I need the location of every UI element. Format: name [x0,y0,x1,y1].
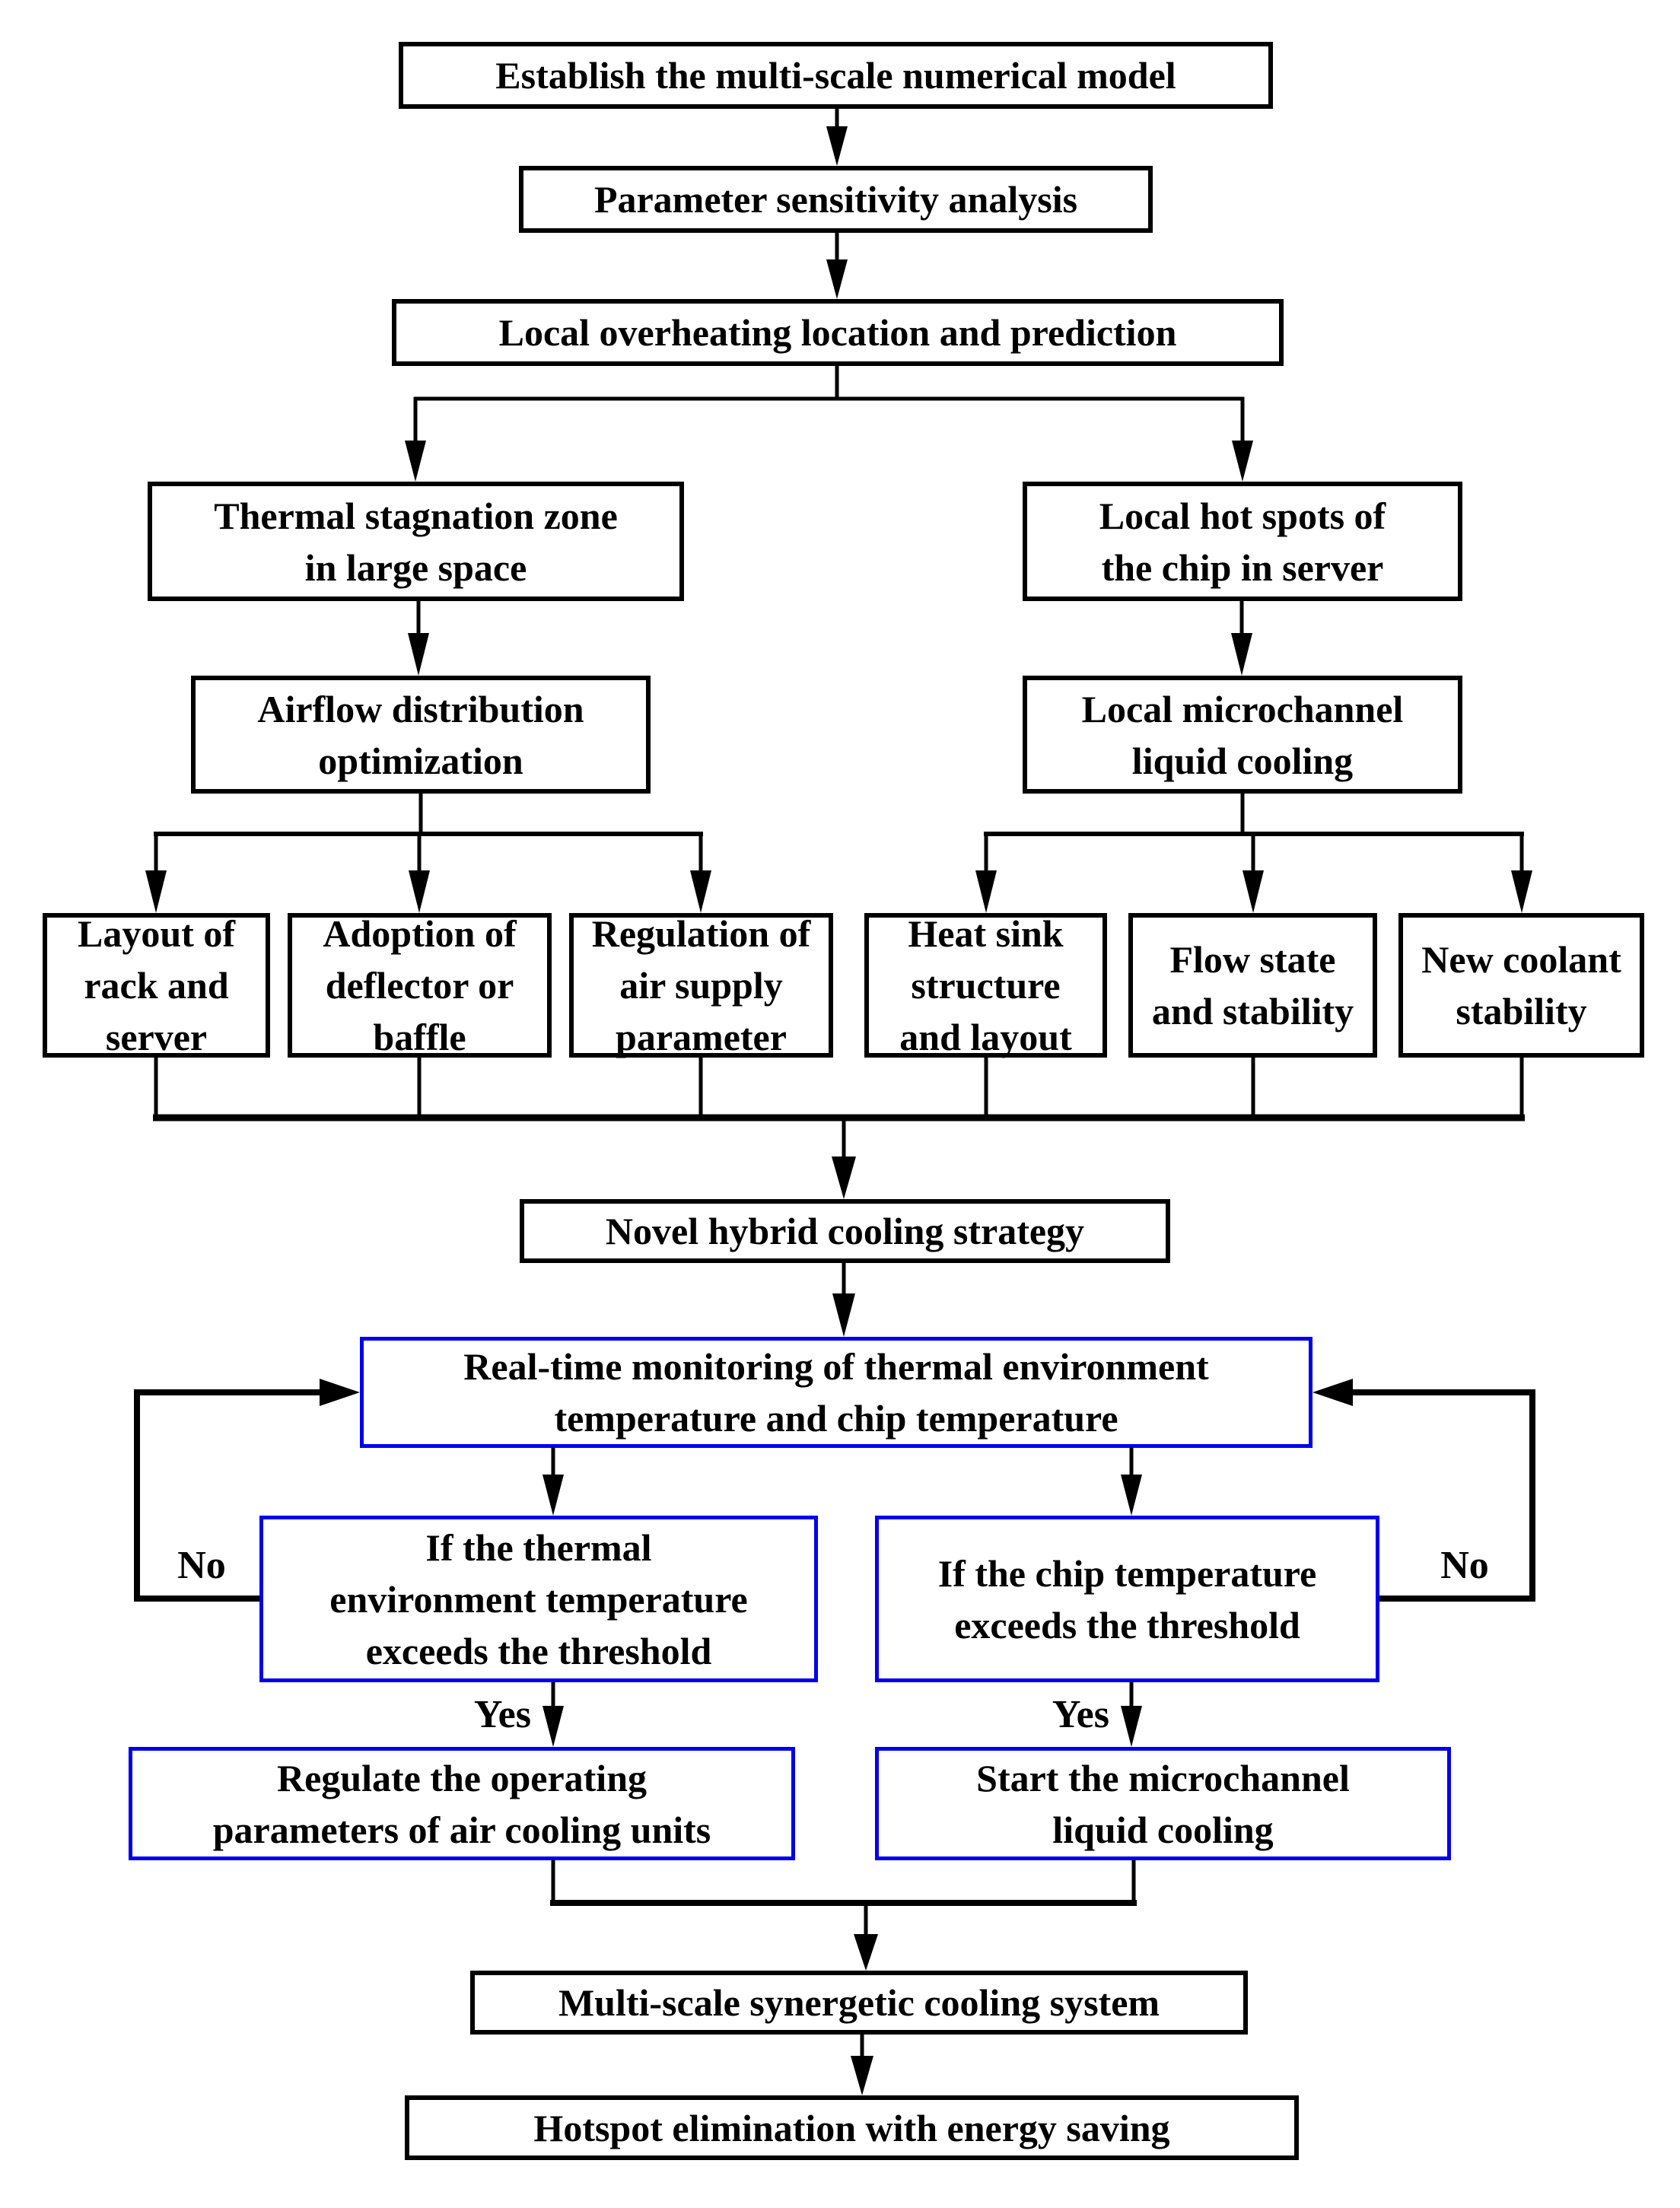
node-realtime-monitoring: Real-time monitoring of thermal environm… [360,1337,1312,1448]
arrow-hotspots-to-microchannel [1231,601,1252,676]
label-no-right: No [1440,1544,1489,1587]
node-parameter-sensitivity: Parameter sensitivity analysis [519,166,1153,233]
arrow-yes-right [1121,1682,1142,1747]
node-layout-rack-server: Layout of rack and server [43,912,270,1058]
node-deflector-baffle: Adoption of deflector or baffle [288,912,552,1058]
merge-to-synergetic [550,1860,1137,1971]
loop-no-right [1312,1379,1535,1602]
node-local-hot-spots: Local hot spots of the chip in server [1023,482,1462,601]
node-decision-env-temperature: If the thermal environment temperature e… [259,1516,818,1682]
node-heat-sink-structure: Heat sink structure and layout [864,912,1107,1058]
arrow-yes-left [542,1682,564,1747]
arrow-hybrid-to-monitoring [832,1263,855,1337]
arrow-establish-to-sensitivity [826,109,848,166]
node-start-microchannel: Start the microchannel liquid cooling [875,1747,1451,1860]
node-flow-state-stability: Flow state and stability [1128,913,1377,1058]
node-thermal-stagnation-zone: Thermal stagnation zone in large space [148,482,684,601]
arrow-monitoring-to-decision-chip [1121,1448,1142,1516]
split-microchannel-measures [975,794,1532,913]
node-hybrid-cooling-strategy: Novel hybrid cooling strategy [520,1199,1170,1263]
split-overheating-branches [405,366,1253,482]
label-yes-left: Yes [473,1693,531,1736]
node-new-coolant-stability: New coolant stability [1398,913,1644,1058]
label-no-left: No [177,1544,226,1587]
node-regulate-air-cooling: Regulate the operating parameters of air… [129,1747,795,1860]
split-airflow-measures [145,794,711,913]
loop-no-left [134,1379,360,1602]
node-airflow-optimization: Airflow distribution optimization [191,676,651,794]
arrow-synergetic-to-elimination [851,2035,873,2095]
node-establish-model: Establish the multi-scale numerical mode… [399,42,1273,109]
node-air-supply-parameter: Regulation of air supply parameter [569,912,833,1058]
node-microchannel-cooling: Local microchannel liquid cooling [1023,676,1462,794]
node-overheating-prediction: Local overheating location and predictio… [392,299,1284,366]
label-yes-right: Yes [1052,1693,1109,1736]
node-synergetic-cooling-system: Multi-scale synergetic cooling system [470,1971,1248,2035]
node-decision-chip-temperature: If the chip temperature exceeds the thre… [875,1516,1379,1682]
arrow-monitoring-to-decision-env [542,1448,564,1516]
arrow-sensitivity-to-overheating [826,233,848,299]
arrow-thermalzone-to-airflow [408,601,429,676]
collector-to-hybrid [153,1058,1525,1199]
node-hotspot-elimination: Hotspot elimination with energy saving [405,2095,1299,2160]
